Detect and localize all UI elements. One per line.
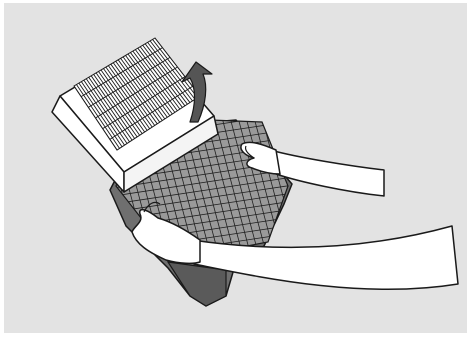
mesh-line: [100, 8, 300, 38]
mesh-line: [0, 110, 12, 260]
mesh-line: [0, 110, 36, 260]
mesh-line: [100, 0, 300, 30]
mesh-line: [20, 110, 60, 260]
mesh-line: [100, 312, 300, 341]
mesh-line: [28, 110, 68, 260]
mesh-line: [0, 110, 28, 260]
mesh-line: [0, 110, 20, 260]
mesh-line: [12, 110, 52, 260]
mesh-line: [100, 16, 300, 46]
mesh-line: [100, 24, 300, 54]
mesh-line: [0, 110, 4, 260]
mesh-line: [4, 110, 44, 260]
mesh-line: [100, 304, 300, 334]
